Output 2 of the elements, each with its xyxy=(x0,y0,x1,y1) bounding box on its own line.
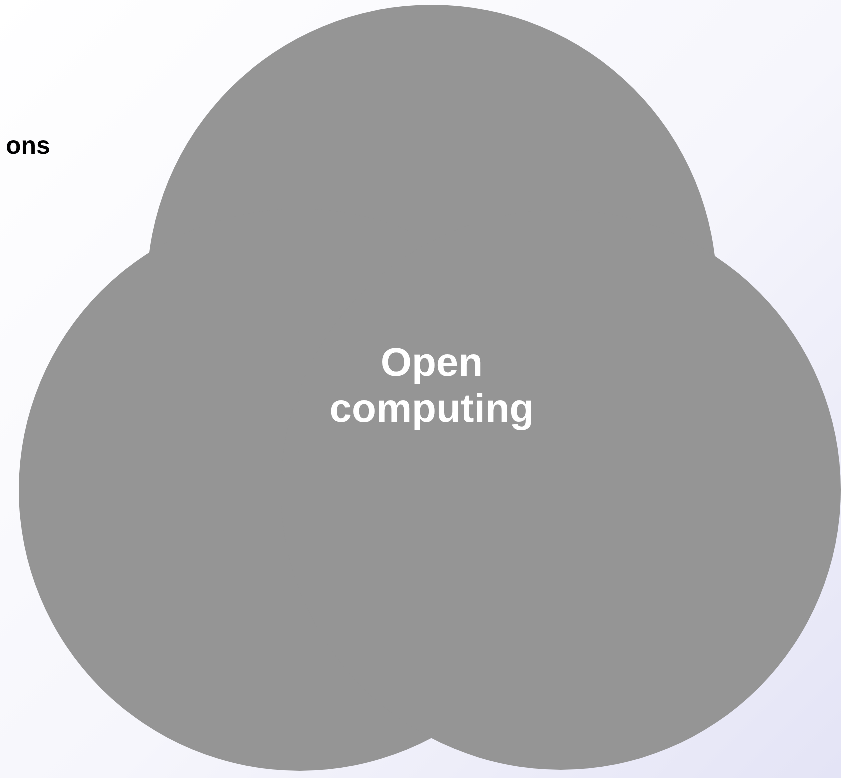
heading-text: ons xyxy=(6,132,50,161)
shape-label: Open computing xyxy=(328,340,536,432)
